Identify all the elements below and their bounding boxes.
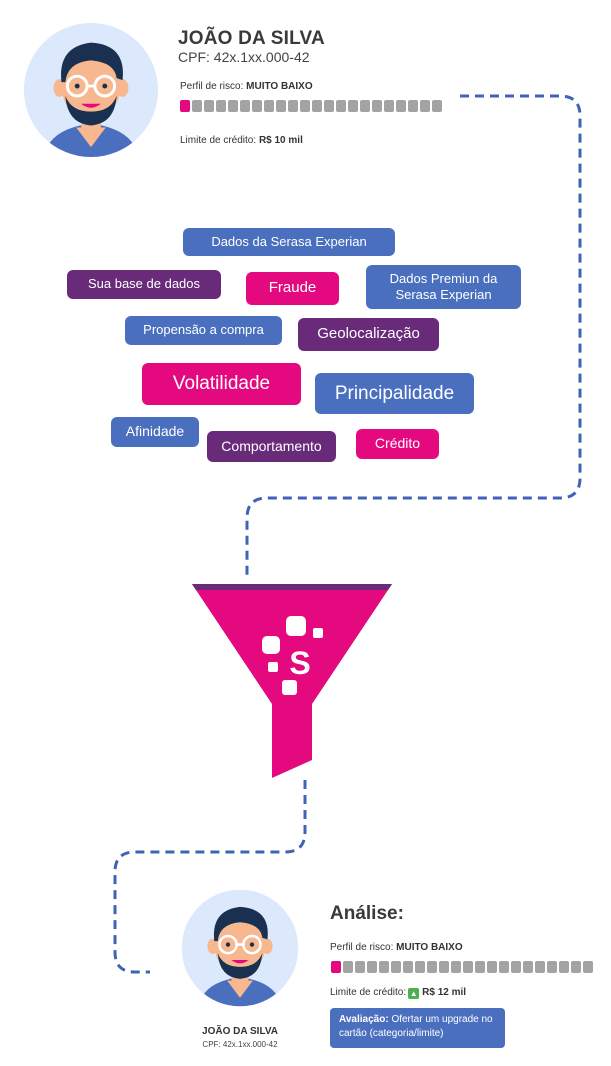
- risk-bar-segment: [571, 961, 581, 973]
- funnel-rim: [192, 584, 392, 590]
- risk-bar-segment: [360, 100, 370, 112]
- credit-label: Limite de crédito:: [330, 987, 407, 998]
- risk-level-bar-bottom: [331, 961, 593, 973]
- logo-letter: S: [289, 645, 310, 681]
- risk-profile: Perfil de risco: MUITO BAIXO: [180, 81, 313, 92]
- evaluation-box: Avaliação: Ofertar um upgrade no cartão …: [330, 1008, 505, 1048]
- tag-purchase-propensity: Propensão a compra: [125, 316, 282, 345]
- evaluation-text: Ofertar um upgrade no cartão (categoria/…: [339, 1014, 493, 1039]
- risk-bar-segment: [204, 100, 214, 112]
- profile-cpf-bottom: CPF: 42x.1xx.000-42: [202, 1040, 278, 1049]
- tag-volatility: Volatilidade: [142, 363, 301, 405]
- risk-bar-segment: [379, 961, 389, 973]
- funnel: S: [192, 584, 392, 778]
- risk-bar-segment: [180, 100, 190, 112]
- tag-behavior: Comportamento: [207, 431, 336, 462]
- risk-bar-segment: [463, 961, 473, 973]
- risk-bar-segment: [216, 100, 226, 112]
- risk-bar-segment: [499, 961, 509, 973]
- tag-fraud: Fraude: [246, 272, 339, 305]
- risk-bar-segment: [228, 100, 238, 112]
- risk-bar-segment: [451, 961, 461, 973]
- risk-bar-segment: [372, 100, 382, 112]
- risk-label: Perfil de risco:: [330, 942, 394, 953]
- risk-bar-segment: [336, 100, 346, 112]
- risk-bar-segment: [475, 961, 485, 973]
- risk-bar-segment: [439, 961, 449, 973]
- risk-bar-segment: [547, 961, 557, 973]
- risk-bar-segment: [427, 961, 437, 973]
- risk-bar-segment: [324, 100, 334, 112]
- tag-principality: Principalidade: [315, 373, 474, 414]
- evaluation-label: Avaliação:: [339, 1014, 389, 1025]
- tag-credit: Crédito: [356, 429, 439, 459]
- risk-bar-segment: [403, 961, 413, 973]
- risk-bar-segment: [535, 961, 545, 973]
- connector-line-top: [245, 94, 582, 575]
- risk-bar-segment: [300, 100, 310, 112]
- tag-affinity: Afinidade: [111, 417, 199, 447]
- profile-name: JOÃO DA SILVA: [178, 28, 325, 49]
- risk-level-bar: [180, 100, 442, 112]
- avatar-bottom: [181, 889, 299, 1007]
- profile-name-bottom: JOÃO DA SILVA: [202, 1026, 278, 1037]
- credit-limit: Limite de crédito: R$ 10 mil: [180, 135, 303, 146]
- risk-bar-segment: [420, 100, 430, 112]
- risk-bar-segment: [367, 961, 377, 973]
- tag-serasa-data: Dados da Serasa Experian: [183, 228, 395, 256]
- risk-bar-segment: [384, 100, 394, 112]
- risk-bar-segment: [276, 100, 286, 112]
- credit-value: R$ 10 mil: [258, 135, 303, 146]
- tag-own-database: Sua base de dados: [67, 270, 221, 299]
- risk-bar-segment: [408, 100, 418, 112]
- credit-value: R$ 12 mil: [422, 987, 467, 998]
- credit-label: Limite de crédito:: [180, 135, 257, 146]
- arrow-up-icon: ▲: [408, 988, 420, 999]
- risk-bar-segment: [355, 961, 365, 973]
- risk-bar-segment: [415, 961, 425, 973]
- risk-bar-segment: [391, 961, 401, 973]
- risk-value: MUITO BAIXO: [246, 81, 313, 92]
- risk-bar-segment: [432, 100, 442, 112]
- analysis-heading: Análise:: [330, 903, 404, 924]
- risk-bar-segment: [343, 961, 353, 973]
- risk-value: MUITO BAIXO: [396, 942, 463, 953]
- risk-bar-segment: [523, 961, 533, 973]
- profile-cpf: CPF: 42x.1xx.000-42: [178, 49, 310, 65]
- risk-bar-segment: [583, 961, 593, 973]
- risk-bar-segment: [312, 100, 322, 112]
- risk-bar-segment: [240, 100, 250, 112]
- risk-bar-segment: [192, 100, 202, 112]
- risk-bar-segment: [288, 100, 298, 112]
- connector-line-bottom: [113, 780, 307, 974]
- risk-bar-segment: [252, 100, 262, 112]
- risk-bar-segment: [348, 100, 358, 112]
- risk-label: Perfil de risco:: [180, 81, 244, 92]
- avatar-top: [23, 22, 159, 158]
- tag-serasa-premium-data: Dados Premiun da Serasa Experian: [366, 265, 521, 309]
- risk-bar-segment: [511, 961, 521, 973]
- risk-profile-bottom: Perfil de risco: MUITO BAIXO: [330, 942, 463, 953]
- tag-geolocation: Geolocalização: [298, 318, 439, 351]
- credit-limit-bottom: Limite de crédito:▲R$ 12 mil: [330, 987, 466, 999]
- risk-bar-segment: [396, 100, 406, 112]
- risk-bar-segment: [331, 961, 341, 973]
- risk-bar-segment: [487, 961, 497, 973]
- serasa-logo-icon: S: [262, 616, 323, 695]
- risk-bar-segment: [559, 961, 569, 973]
- risk-bar-segment: [264, 100, 274, 112]
